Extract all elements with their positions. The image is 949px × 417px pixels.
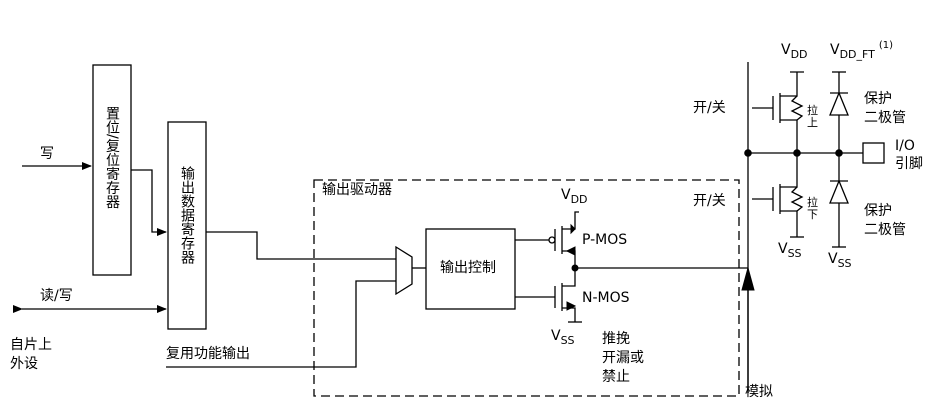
output-modes-label: 推挽 开漏或 禁止 <box>602 331 644 385</box>
switch-top-label: 开/关 <box>693 100 726 116</box>
nmos-label: N-MOS <box>582 290 630 306</box>
pull-up-label: 拉 上 <box>807 104 818 129</box>
pmos-vdd-arrow <box>570 223 576 235</box>
pmos-drain-arrow <box>565 246 576 256</box>
pmos-label: P-MOS <box>582 232 628 248</box>
pull-vss-label: VSS <box>778 241 802 260</box>
output-driver-label: 输出驱动器 <box>322 182 392 198</box>
vdd-label: VDD <box>781 42 808 61</box>
analog-label: 模拟 <box>745 384 773 400</box>
junction-output <box>571 264 579 272</box>
protection-diode-bottom-label: 保护 二极管 <box>864 203 906 238</box>
nmos-vss-label: VSS <box>551 328 575 347</box>
io-pin-label: I/O 引脚 <box>895 138 923 172</box>
output-data-register-label: 输出数据寄存器 <box>179 166 195 264</box>
io-pin-box <box>862 142 885 164</box>
data-to-mux-wire <box>206 231 396 260</box>
junction-pad-1 <box>744 149 752 157</box>
protection-diode-top <box>829 91 849 116</box>
vdd-ft-label: VDD_FT(1) <box>830 40 894 61</box>
output-data-register-box <box>167 121 207 330</box>
analog-arrow-head <box>741 266 755 291</box>
switch-bottom-label: 开/关 <box>693 193 726 209</box>
output-control-box <box>425 228 516 310</box>
pull-down-label: 拉 下 <box>807 196 818 221</box>
alt-function-wire <box>166 280 396 368</box>
output-control-label: 输出控制 <box>440 260 496 276</box>
set-reset-to-data-wire <box>131 169 167 236</box>
pmos-vdd-label: VDD <box>561 187 588 206</box>
protection-diode-top-label: 保护 二极管 <box>864 91 906 126</box>
pull-up-resistor <box>790 95 804 121</box>
set-reset-register-label: 置位/复位寄存器 <box>104 106 120 209</box>
on-chip-peripheral-label: 自片上 外设 <box>10 337 52 372</box>
output-driver-boundary <box>313 179 740 397</box>
multiplexer <box>395 245 413 296</box>
write-label: 写 <box>40 146 54 162</box>
pmos-gate-bubble <box>548 236 556 244</box>
junction-pad-2 <box>793 149 801 157</box>
pull-down-resistor <box>790 186 804 212</box>
nmos-source-arrow <box>566 301 577 311</box>
junction-pad-3 <box>835 149 843 157</box>
protection-diode-bottom <box>829 179 849 204</box>
diode-vss-label: VSS <box>828 251 852 270</box>
alt-function-output-label: 复用功能输出 <box>166 346 250 362</box>
read-write-label: 读/写 <box>40 288 73 304</box>
